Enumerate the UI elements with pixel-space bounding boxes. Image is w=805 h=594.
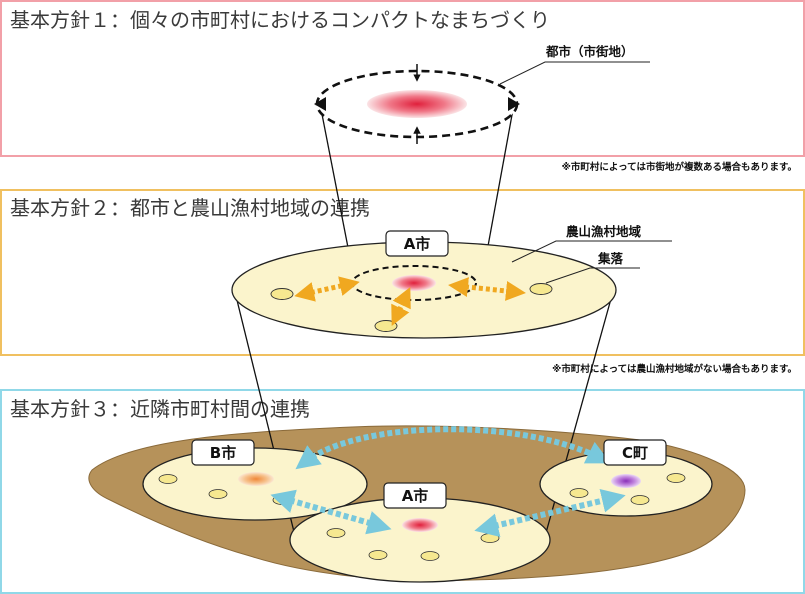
city-a-bottom-center bbox=[402, 518, 438, 532]
urban-area-top bbox=[314, 64, 520, 144]
section-3-title: 基本方針３：近隣市町村間の連携 bbox=[10, 397, 310, 421]
linkage-arrows-blue bbox=[270, 426, 626, 537]
section-3-frame bbox=[0, 389, 805, 594]
section-2-frame bbox=[0, 189, 805, 356]
settlement bbox=[529, 283, 553, 295]
settlement-label: 集落 bbox=[597, 251, 624, 266]
city-a-disc-middle bbox=[231, 241, 617, 339]
city-a-middle-center bbox=[392, 275, 436, 291]
leader-settlement bbox=[545, 267, 640, 284]
side-arrow-right bbox=[508, 97, 520, 111]
side-arrow-left bbox=[314, 97, 326, 111]
label-box-city-b: B市 bbox=[191, 439, 255, 466]
settlement bbox=[374, 320, 398, 332]
section-1-frame bbox=[0, 0, 805, 157]
city-b-label: B市 bbox=[210, 444, 236, 462]
label-box-city-a-middle: A市 bbox=[385, 230, 449, 257]
linkage-arrows-orange bbox=[294, 276, 526, 327]
section-2-title: 基本方針２：都市と農山漁村地域の連携 bbox=[10, 196, 370, 220]
label-box-city-a-bottom: A市 bbox=[383, 482, 447, 509]
note-2: ※市町村によっては農山漁村地域がない場合もあります。 bbox=[552, 363, 797, 375]
rural-area-label: 農山漁村地域 bbox=[566, 224, 642, 239]
label-box-town-c: C町 bbox=[603, 439, 667, 466]
city-a-bottom-label: A市 bbox=[402, 487, 429, 505]
settlement bbox=[270, 288, 294, 300]
city-area-label: 都市（市街地） bbox=[545, 44, 634, 59]
section-1-title: 基本方針１：個々の市町村におけるコンパクトなまちづくり bbox=[10, 8, 550, 32]
town-c-label: C町 bbox=[622, 444, 648, 462]
leader-rural bbox=[511, 240, 672, 263]
note-1: ※市町村によっては市街地が複数ある場合もあります。 bbox=[562, 161, 797, 173]
city-b-center bbox=[238, 472, 274, 486]
town-c-center bbox=[611, 474, 641, 488]
city-center-top bbox=[367, 90, 467, 118]
leader-city-area bbox=[499, 61, 650, 85]
city-a-middle-label: A市 bbox=[404, 235, 431, 253]
